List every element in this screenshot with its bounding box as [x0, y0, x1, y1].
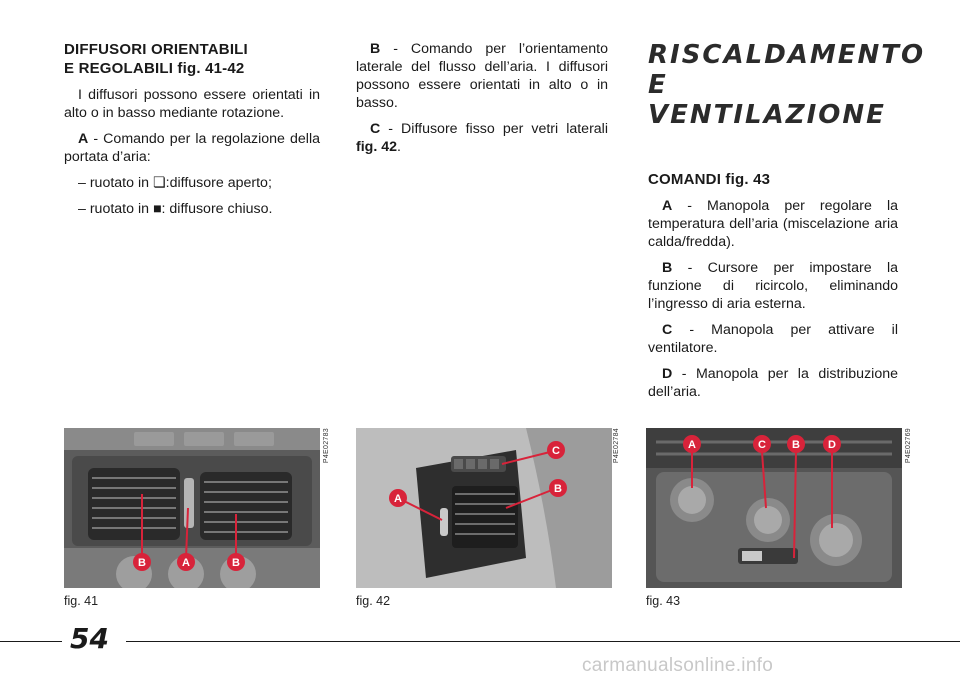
figure-43-caption: fig. 43 — [646, 594, 681, 608]
filled-square-icon: ■ — [152, 201, 162, 217]
callout-c: C — [758, 439, 766, 451]
section-title-riscaldamento: RISCALDAMENTO E VENTILAZIONE — [648, 40, 926, 130]
open-position-line: – ruotato in ❏:diffusore aperto; — [78, 175, 272, 191]
dashboard-vents-illustration: B A B — [64, 428, 320, 588]
footer-rule-right — [126, 641, 960, 642]
callout-a: A — [182, 557, 190, 569]
control-item: B - Cursore per impostare la funzione di… — [648, 260, 898, 312]
footer-rule-left — [0, 641, 62, 642]
page-number: 54 — [70, 622, 109, 655]
figure-43-code: P4E02769 — [905, 428, 912, 464]
figure-42-caption: fig. 42 — [356, 594, 391, 608]
intro-paragraph: I diffusori possono essere orientati in … — [64, 87, 320, 121]
item-b-paragraph: B - Comando per l’orientamento laterale … — [356, 41, 608, 111]
callout-b: B — [792, 439, 800, 451]
watermark: carmanualsonline.info — [582, 655, 774, 676]
callout-d: D — [828, 439, 836, 451]
column-comandi-diffusori: B - Comando per l’orientamento laterale … — [356, 40, 608, 164]
callout-a: A — [688, 439, 696, 451]
open-square-icon: ❏ — [152, 175, 166, 191]
column-riscaldamento: RISCALDAMENTO E VENTILAZIONE COMANDI fig… — [648, 40, 926, 409]
closed-position-line: – ruotato in ■: diffusore chiuso. — [78, 201, 273, 217]
column-diffusori: DIFFUSORI ORIENTABILI E REGOLABILI fig. … — [64, 40, 320, 226]
callout-b: B — [232, 557, 240, 569]
figure-42-code: P4E02784 — [613, 428, 620, 464]
climate-controls-illustration: A C B D — [646, 428, 902, 588]
callout-b: B — [554, 483, 562, 495]
item-a-paragraph: A - Comando per la regolazione della por… — [64, 131, 320, 165]
control-item: A - Manopola per regolare la temperatura… — [648, 198, 898, 250]
section-heading-diffusori: DIFFUSORI ORIENTABILI E REGOLABILI fig. … — [64, 41, 248, 77]
figure-41-caption: fig. 41 — [64, 594, 99, 608]
subheading-comandi: COMANDI fig. 43 — [648, 171, 771, 188]
figure-41-code: P4E02783 — [323, 428, 330, 464]
item-c-paragraph: C - Diffusore fisso per vetri laterali f… — [356, 121, 608, 155]
callout-c: C — [552, 445, 560, 457]
figure-43-climate-controls: A C B D — [646, 428, 902, 588]
control-item: C - Manopola per attivare il ventilatore… — [648, 322, 898, 356]
control-item: D - Manopola per la distribuzione dell’a… — [648, 366, 898, 400]
figure-41-vents: B A B — [64, 428, 320, 588]
side-vent-illustration: A C B — [356, 428, 612, 588]
callout-a: A — [394, 493, 402, 505]
callout-b: B — [138, 557, 146, 569]
figure-42-side-vent: A C B — [356, 428, 612, 588]
